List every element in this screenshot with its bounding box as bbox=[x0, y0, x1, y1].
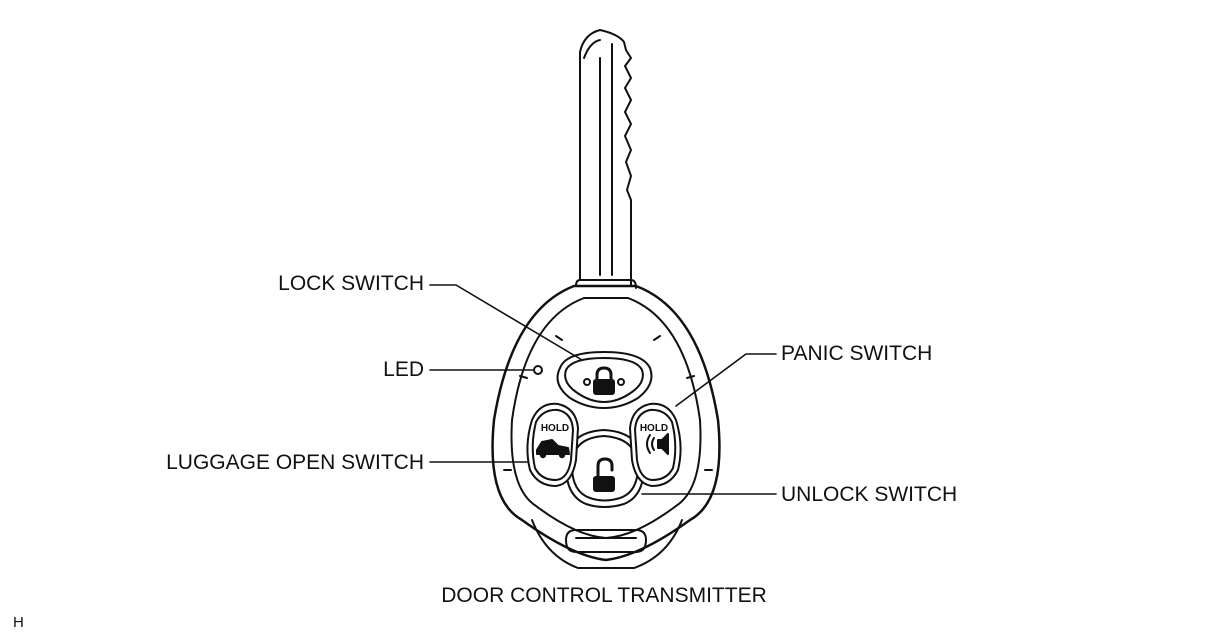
unlock-switch-button[interactable] bbox=[565, 429, 645, 508]
panic-switch-button[interactable] bbox=[629, 402, 682, 487]
panic-switch-label: PANIC SWITCH bbox=[781, 342, 933, 365]
panic-hold-text: HOLD bbox=[640, 423, 668, 434]
leader-panic bbox=[675, 353, 777, 407]
corner-code: H bbox=[13, 614, 24, 631]
unlock-switch-label: UNLOCK SWITCH bbox=[781, 483, 958, 506]
luggage-hold-text: HOLD bbox=[541, 423, 569, 434]
luggage-open-switch-label: LUGGAGE OPEN SWITCH bbox=[166, 451, 424, 474]
key-shoulder bbox=[575, 279, 637, 289]
unlock-icon bbox=[593, 457, 615, 492]
key-blade bbox=[579, 29, 632, 287]
leader-lines bbox=[429, 284, 777, 495]
diagram-caption: DOOR CONTROL TRANSMITTER bbox=[441, 584, 767, 607]
lock-icon bbox=[593, 366, 615, 395]
led-label: LED bbox=[383, 358, 424, 381]
key-ring-loop bbox=[531, 519, 683, 569]
panic-alarm-icon bbox=[646, 433, 669, 455]
leader-lock bbox=[429, 284, 583, 361]
led-indicator bbox=[533, 365, 543, 375]
lock-switch-label: LOCK SWITCH bbox=[278, 272, 424, 295]
car-trunk-icon bbox=[536, 439, 570, 459]
